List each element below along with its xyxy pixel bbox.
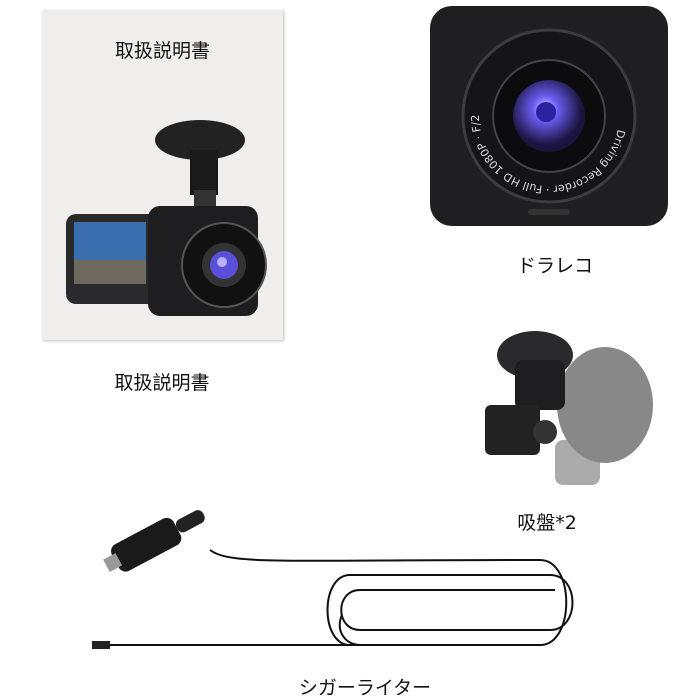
manual-booklet: 取扱説明書 — [42, 10, 283, 340]
suction-mount-image — [485, 331, 653, 485]
car-charger-caption: シガーライター — [298, 677, 432, 699]
car-charger-cable-image — [92, 510, 574, 649]
manual-cover-title: 取扱説明書 — [114, 40, 211, 62]
suction-mount-caption: 吸盤*2 — [517, 512, 577, 534]
dashcam-image: Driving Recorder · Full HD 1080P · F/2.0… — [428, 4, 668, 226]
manual-caption: 取扱説明書 — [114, 372, 210, 394]
manual-camera-illustration — [66, 120, 267, 316]
dashcam-caption: ドラレコ — [516, 255, 594, 277]
